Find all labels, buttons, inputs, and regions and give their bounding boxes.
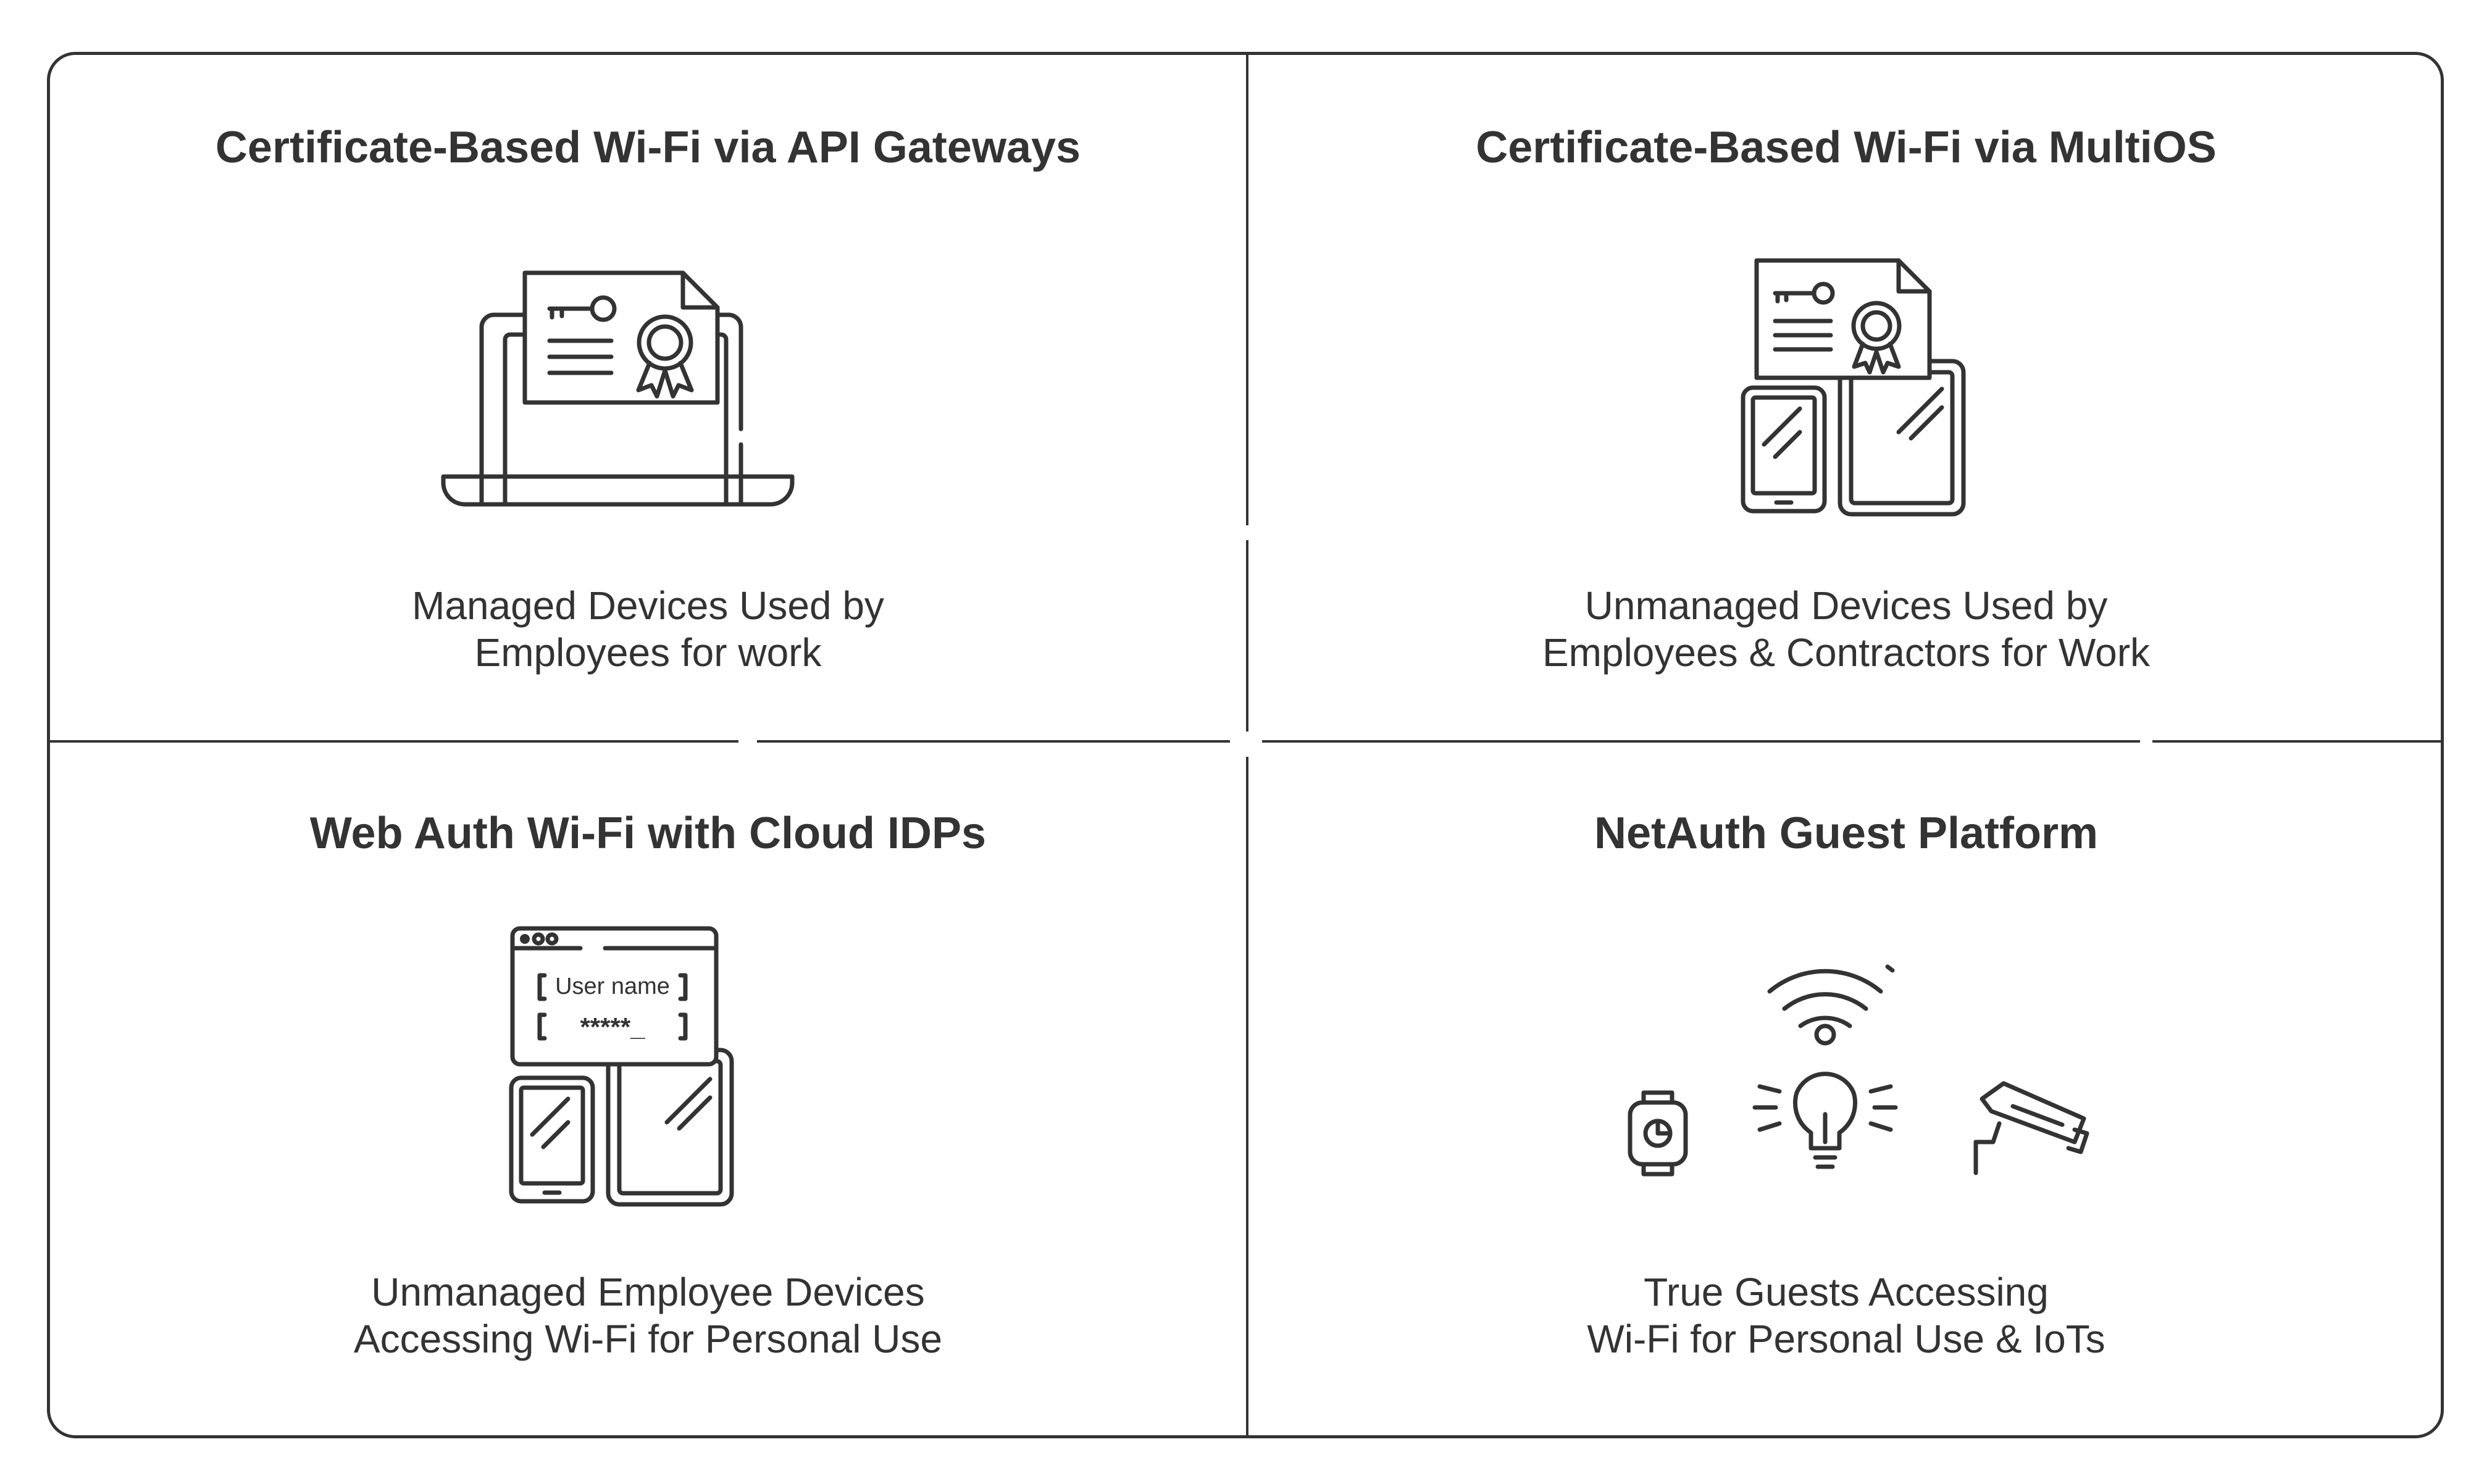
smartwatch-icon (1628, 1090, 1688, 1177)
horizontal-divider-3 (1262, 740, 2140, 743)
caption-line-1: Managed Devices Used by (412, 583, 884, 628)
quadrant-caption: Unmanaged Employee Devices Accessing Wi-… (50, 1269, 1246, 1362)
iot-devices-icon (1628, 964, 2089, 1177)
caption-line-1: Unmanaged Devices Used by (1584, 583, 2108, 628)
quadrant-caption: Managed Devices Used by Employees for wo… (50, 582, 1246, 676)
vertical-divider-lower (1246, 757, 1248, 1436)
horizontal-divider-1 (50, 740, 738, 743)
devices-certificate-icon (1741, 258, 1966, 517)
quadrant-title: Certificate-Based Wi-Fi via MultiOS (1476, 123, 2217, 172)
login-devices-icon: User name *****_ (509, 926, 734, 1207)
caption-line-2: Accessing Wi-Fi for Personal Use (353, 1317, 943, 1361)
caption-line-2: Wi-Fi for Personal Use & IoTs (1587, 1317, 2105, 1361)
password-mask: *****_ (580, 1012, 645, 1041)
quadrant-title: Certificate-Based Wi-Fi via API Gateways (215, 123, 1081, 172)
quadrant-caption: Unmanaged Devices Used by Employees & Co… (1248, 582, 2444, 676)
vertical-divider-mid (1246, 540, 1248, 732)
grid-frame (47, 52, 2444, 1438)
caption-line-2: Employees for work (474, 630, 822, 675)
horizontal-divider-4 (2152, 740, 2441, 743)
vertical-divider-top (1246, 55, 1248, 525)
horizontal-divider-2 (757, 740, 1230, 743)
light-bulb-icon (1752, 1072, 1898, 1169)
caption-line-2: Employees & Contractors for Work (1542, 630, 2151, 675)
quadrant-caption: True Guests Accessing Wi-Fi for Personal… (1248, 1269, 2444, 1362)
wifi-icon (1767, 964, 1895, 1046)
laptop-certificate-icon (441, 270, 795, 507)
quadrant-title: NetAuth Guest Platform (1594, 809, 2099, 858)
quadrant-title: Web Auth Wi-Fi with Cloud IDPs (309, 809, 987, 858)
security-camera-icon (1973, 1081, 2089, 1175)
username-label: User name (555, 973, 670, 999)
caption-line-1: True Guests Accessing (1644, 1270, 2049, 1314)
caption-line-1: Unmanaged Employee Devices (371, 1270, 925, 1314)
